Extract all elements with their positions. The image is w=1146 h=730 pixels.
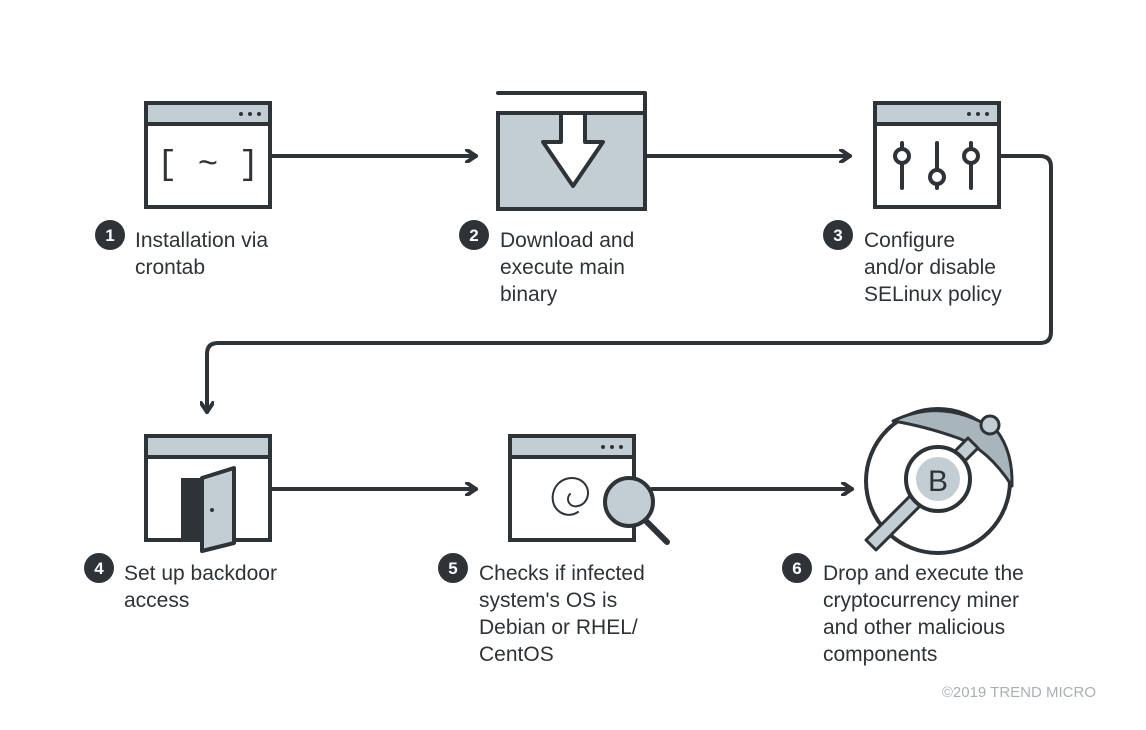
step-6-line: cryptocurrency miner: [823, 589, 1019, 612]
step-4-badge: [84, 553, 114, 583]
step-2-line: Download and: [500, 229, 634, 252]
step-3-line: SELinux policy: [864, 283, 1002, 306]
step-2-number: 2: [469, 226, 478, 245]
step-3-line: and/or disable: [864, 256, 996, 279]
debian-swirl-icon: [551, 477, 590, 516]
step-4-line: access: [124, 589, 189, 612]
step-6-label: 6 Drop and execute the cryptocurrency mi…: [782, 553, 1024, 666]
step-2-line: execute main: [500, 256, 625, 279]
download-arrow-icon: [496, 91, 647, 211]
step-5-number: 5: [448, 559, 457, 578]
step-5-badge: [438, 553, 468, 583]
step-5-label: 5 Checks if infected system's OS is Debi…: [438, 553, 645, 666]
step-6-line: components: [823, 643, 937, 666]
step-4-line: Set up backdoor: [124, 562, 277, 585]
step-2-line: binary: [500, 283, 558, 306]
backdoor-icon: [144, 434, 272, 553]
step-6-number: 6: [792, 559, 801, 578]
settings-sliders-icon: [873, 101, 1001, 209]
step-3-badge: [823, 220, 853, 250]
bitcoin-glyph: B: [928, 465, 948, 498]
step-1-badge: [95, 220, 125, 250]
step-6-badge: [782, 553, 812, 583]
step-6-line: and other malicious: [823, 616, 1005, 639]
step-1-line: Installation via: [135, 229, 268, 252]
step-3-line: Configure: [864, 229, 955, 252]
step-5-line: system's OS is: [479, 589, 617, 612]
os-check-magnifier-icon: [508, 434, 670, 545]
step-5-line: Checks if infected: [479, 562, 645, 585]
step-2-label: 2 Download and execute main binary: [459, 220, 634, 306]
step-5-line: Debian or RHEL/: [479, 616, 638, 639]
crypto-pickaxe-icon: B: [864, 407, 1014, 555]
step-4-label: 4 Set up backdoor access: [84, 553, 277, 612]
step-2-badge: [459, 220, 489, 250]
step-3-number: 3: [833, 226, 842, 245]
step-6-line: Drop and execute the: [823, 562, 1024, 585]
step-4-number: 4: [94, 559, 104, 578]
step-1-label: 1 Installation via crontab: [95, 220, 268, 279]
connector-3-4: [207, 154, 1053, 414]
step-5-line: CentOS: [479, 643, 554, 666]
step-3-label: 3 Configure and/or disable SELinux polic…: [823, 220, 1002, 306]
crontab-terminal-icon: [ ~ ]: [144, 101, 272, 209]
crontab-glyph: [ ~ ]: [157, 147, 259, 185]
step-1-line: crontab: [135, 256, 205, 279]
step-1-number: 1: [105, 226, 114, 245]
copyright-notice: ©2019 TREND MICRO: [942, 684, 1096, 701]
